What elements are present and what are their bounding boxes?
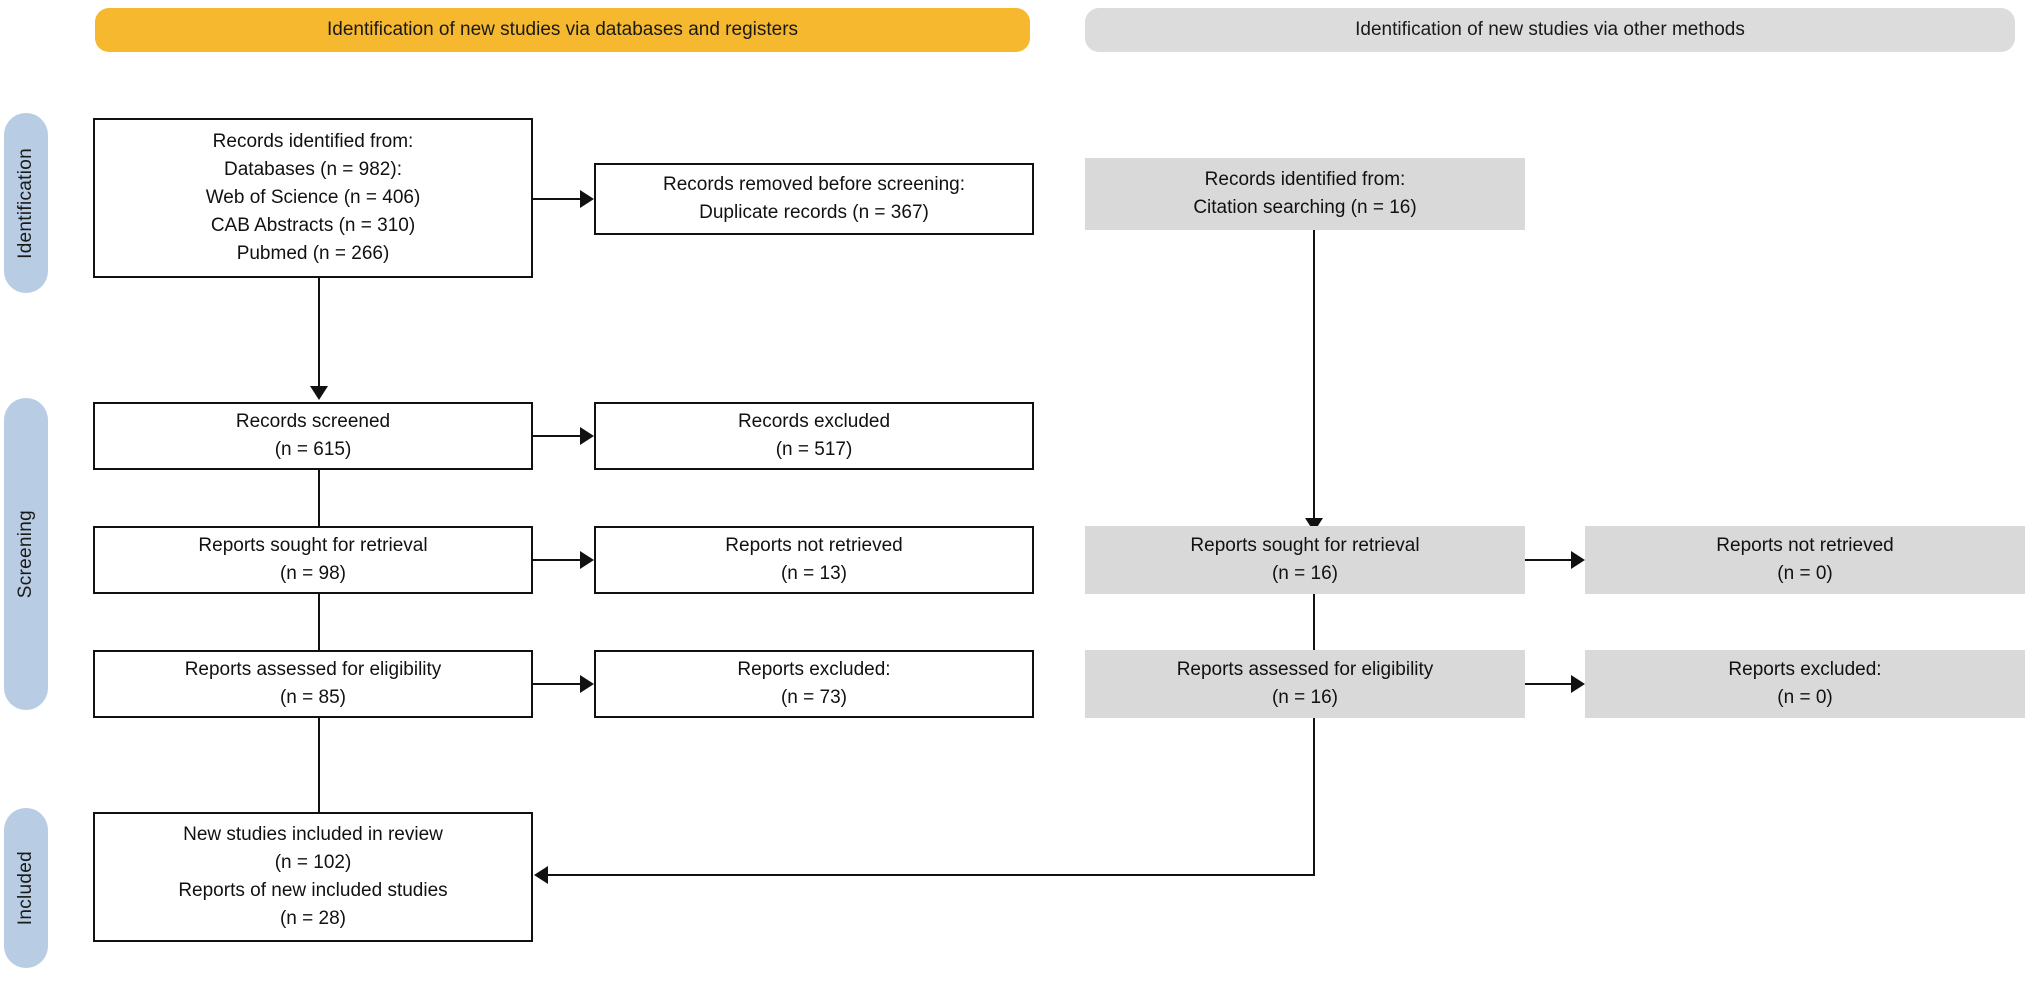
records-identified-line-3: Web of Science (n = 406) [205, 187, 421, 208]
arrowhead-right-to-included [534, 866, 548, 884]
box-reports-assessed-left: Reports assessed for eligibility (n = 85… [93, 650, 533, 718]
reports-excluded-right-line-1: Reports excluded: [1728, 659, 1882, 680]
arrowhead-assessed-to-excluded-left [580, 675, 594, 693]
arrowhead-sought-to-notretrieved-right [1571, 551, 1585, 569]
connector-identified-to-screened [318, 278, 320, 388]
new-studies-included-line-4: (n = 28) [279, 908, 346, 929]
connector-sought-to-assessed-left [318, 594, 320, 656]
banner-other-methods: Identification of new studies via other … [1085, 8, 2015, 52]
connector-right-assessed-down [1313, 718, 1315, 875]
banner-databases-registers: Identification of new studies via databa… [95, 8, 1030, 52]
arrowhead-identified-to-screened [310, 386, 328, 400]
phase-tab-identification-label: Identification [15, 147, 36, 259]
records-identified-line-1: Records identified from: [212, 131, 414, 152]
phase-tab-identification: Identification [4, 113, 48, 293]
box-reports-excluded-left: Reports excluded: (n = 73) [594, 650, 1034, 718]
reports-excluded-left-line-1: Reports excluded: [737, 659, 891, 680]
phase-tab-screening: Screening [4, 398, 48, 710]
reports-assessed-left-line-2: (n = 85) [279, 687, 346, 708]
reports-not-retrieved-left-line-1: Reports not retrieved [725, 535, 903, 556]
reports-assessed-left-line-1: Reports assessed for eligibility [184, 659, 442, 680]
arrowhead-sought-to-notretrieved-left [580, 551, 594, 569]
connector-assessed-to-excluded-left [533, 683, 581, 685]
reports-excluded-left-line-2: (n = 73) [780, 687, 847, 708]
connector-assessed-to-included [318, 718, 320, 816]
connector-right-to-included-horizontal [548, 874, 1315, 876]
reports-not-retrieved-right-line-1: Reports not retrieved [1716, 535, 1894, 556]
records-identified-other-line-2: Citation searching (n = 16) [1193, 197, 1417, 218]
records-identified-line-2: Databases (n = 982): [224, 159, 402, 180]
records-removed-line-2: Duplicate records (n = 367) [699, 202, 929, 223]
box-reports-not-retrieved-right: Reports not retrieved (n = 0) [1585, 526, 2025, 594]
box-records-identified-databases: Records identified from: Databases (n = … [93, 118, 533, 278]
connector-identified-to-sought-right [1313, 230, 1315, 520]
reports-assessed-right-line-1: Reports assessed for eligibility [1176, 659, 1434, 680]
records-identified-line-4: CAB Abstracts (n = 310) [210, 215, 416, 236]
records-identified-line-5: Pubmed (n = 266) [236, 243, 390, 264]
phase-tab-included-label: Included [15, 850, 36, 926]
box-reports-not-retrieved-left: Reports not retrieved (n = 13) [594, 526, 1034, 594]
box-records-excluded: Records excluded (n = 517) [594, 402, 1034, 470]
connector-assessed-to-excluded-right [1525, 683, 1573, 685]
arrowhead-identified-to-removed [580, 190, 594, 208]
box-new-studies-included: New studies included in review (n = 102)… [93, 812, 533, 942]
reports-sought-left-line-2: (n = 98) [279, 563, 346, 584]
reports-sought-left-line-1: Reports sought for retrieval [198, 535, 428, 556]
new-studies-included-line-2: (n = 102) [274, 852, 352, 873]
box-reports-sought-right: Reports sought for retrieval (n = 16) [1085, 526, 1525, 594]
records-excluded-line-2: (n = 517) [775, 439, 853, 460]
box-records-removed: Records removed before screening: Duplic… [594, 163, 1034, 235]
records-screened-line-2: (n = 615) [274, 439, 352, 460]
records-excluded-line-1: Records excluded [737, 411, 891, 432]
phase-tab-screening-label: Screening [15, 509, 36, 599]
phase-tab-included: Included [4, 808, 48, 968]
arrowhead-assessed-to-excluded-right [1571, 675, 1585, 693]
connector-screened-to-sought [318, 470, 320, 532]
arrowhead-screened-to-excluded [580, 427, 594, 445]
box-reports-sought-left: Reports sought for retrieval (n = 98) [93, 526, 533, 594]
banner-other-methods-label: Identification of new studies via other … [1355, 19, 1745, 40]
connector-sought-to-assessed-right [1313, 594, 1315, 656]
reports-sought-right-line-1: Reports sought for retrieval [1190, 535, 1420, 556]
banner-databases-registers-label: Identification of new studies via databa… [326, 19, 799, 40]
new-studies-included-line-1: New studies included in review [183, 824, 443, 845]
reports-assessed-right-line-2: (n = 16) [1271, 687, 1338, 708]
connector-identified-to-removed [533, 198, 581, 200]
records-identified-other-line-1: Records identified from: [1204, 169, 1406, 190]
box-reports-excluded-right: Reports excluded: (n = 0) [1585, 650, 2025, 718]
reports-sought-right-line-2: (n = 16) [1271, 563, 1338, 584]
new-studies-included-line-3: Reports of new included studies [178, 880, 448, 901]
records-removed-line-1: Records removed before screening: [662, 174, 966, 195]
connector-sought-to-notretrieved-left [533, 559, 581, 561]
reports-not-retrieved-left-line-2: (n = 13) [780, 563, 847, 584]
connector-screened-to-excluded [533, 435, 581, 437]
connector-sought-to-notretrieved-right [1525, 559, 1573, 561]
records-screened-line-1: Records screened [235, 411, 391, 432]
box-records-screened: Records screened (n = 615) [93, 402, 533, 470]
box-records-identified-other: Records identified from: Citation search… [1085, 158, 1525, 230]
box-reports-assessed-right: Reports assessed for eligibility (n = 16… [1085, 650, 1525, 718]
reports-not-retrieved-right-line-2: (n = 0) [1777, 563, 1833, 584]
reports-excluded-right-line-2: (n = 0) [1777, 687, 1833, 708]
